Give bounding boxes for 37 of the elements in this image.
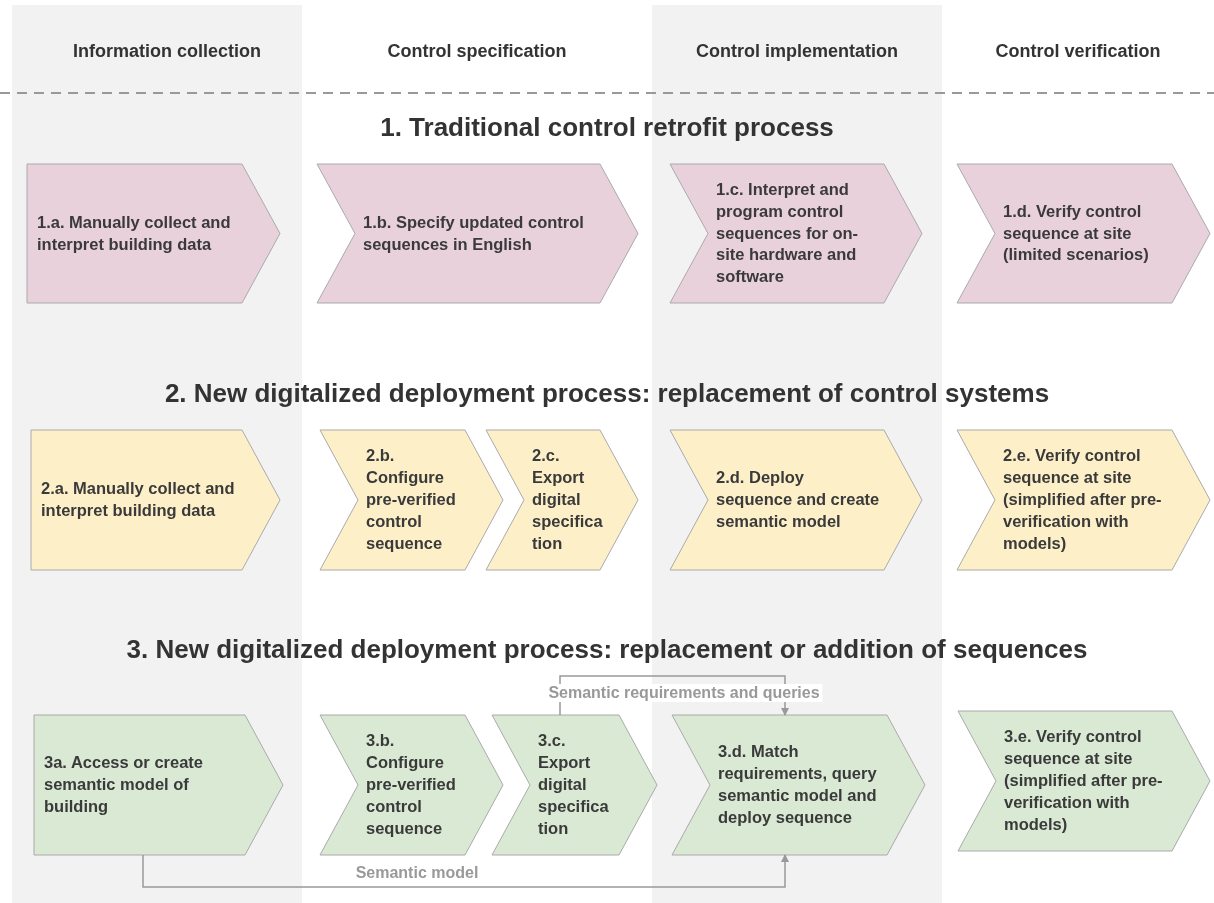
step-text: 2.a. Manually collect and interpret building data [41,478,236,521]
pentagon-step [31,430,280,570]
step-text: 3.b. Configure pre-verified control sequence [366,730,457,839]
section-title: 1. Traditional control retrofit process [380,112,834,144]
chevron-step [320,715,503,855]
step-text: 1.a. Manually collect and interpret building data [37,211,232,255]
column-header: Control implementation [696,41,898,63]
step-text: 2.b. Configure pre-verified control sequence [366,445,457,554]
pentagon-step [27,164,280,303]
chevron-step [957,164,1210,303]
step-text: 2.d. Deploy sequence and create semantic model [716,467,880,532]
step-text: 2.c. Export digital specifica tion [532,445,603,554]
chevron-step [672,715,925,855]
step-text: 2.e. Verify control sequence at site (simplified after pre-verification with models) [1003,445,1163,554]
section-title: 3. New digitalized deployment process: replacement or addition of sequences [126,634,1088,666]
step-text: 1.b. Specify updated control sequences in English [363,211,585,255]
chevron-step [486,430,638,570]
chevron-step [317,164,638,303]
column-header: Control verification [995,41,1161,63]
chevron-step [670,164,922,303]
step-text: 1.c. Interpret and program control sequences for on-site hardware and software [716,178,860,288]
step-text: 1.d. Verify control sequence at site (limited scenarios) [1003,200,1150,266]
chevron-step [492,715,657,855]
step-text: 3.d. Match requirements, query semantic model and deploy sequence [718,741,878,828]
pentagon-step [34,715,283,855]
column-header: Information collection [73,41,261,63]
chevron-step [958,711,1210,851]
connector-arrow [142,854,789,888]
step-text: 3.e. Verify control sequence at site (simplified after pre-verification with models) [1004,726,1164,835]
connector-arrow [559,675,789,716]
chevron-step [320,430,503,570]
column-header: Control specification [387,41,567,63]
step-text: 3.c. Export digital specifica tion [538,730,610,839]
step-text: 3a. Access or create semantic model of building [44,752,204,817]
section-title: 2. New digitalized deployment process: replacement of control systems [164,378,1050,410]
chevron-step [670,430,922,570]
chevron-step [957,430,1210,570]
